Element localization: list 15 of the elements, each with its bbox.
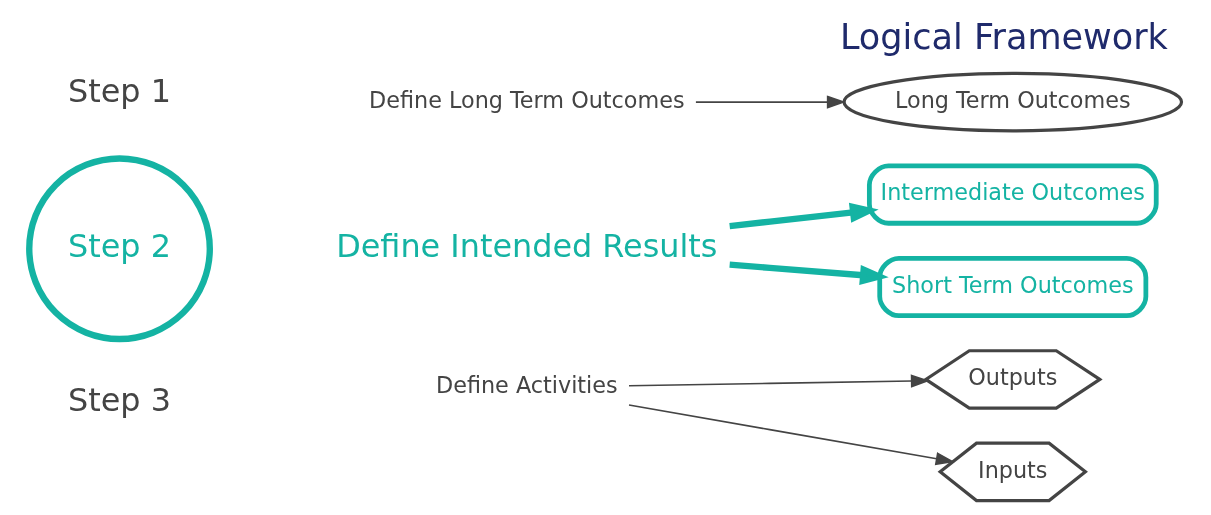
arrow (628, 404, 955, 466)
arrow (729, 202, 879, 230)
node-text: Define Intended Results (336, 226, 718, 265)
node-text: Define Long Term Outcomes (369, 87, 685, 114)
arrow (628, 374, 930, 388)
node-box: Short Term Outcomes (877, 255, 1149, 319)
label: Step 3 (68, 381, 171, 420)
node-box: Intermediate Outcomes (866, 163, 1159, 226)
arrow (729, 261, 889, 286)
diagram-title: Logical Framework (839, 15, 1168, 57)
node-ellipse: Long Term Outcomes (842, 71, 1184, 133)
node-text: Define Activities (436, 372, 618, 399)
label: Step 1 (68, 72, 171, 111)
node-circle: Step 2 (26, 155, 213, 343)
arrow (695, 95, 846, 109)
